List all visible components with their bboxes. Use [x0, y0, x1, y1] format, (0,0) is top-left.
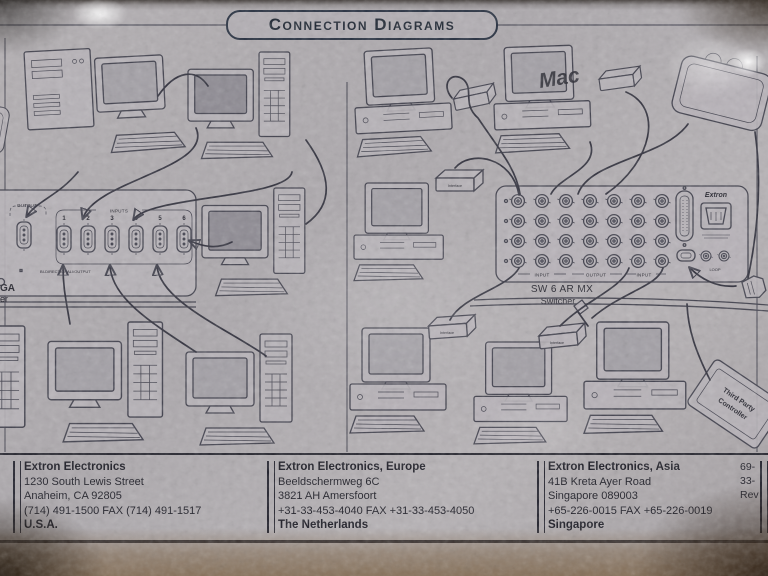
vga-input-connector: [80, 222, 96, 256]
io-output-label: I/OUTPUT: [72, 269, 91, 274]
loop-label: LOOP: [709, 267, 720, 272]
address-block-asia: Extron Electronics, Asia 41B Kreta Ayer …: [548, 460, 713, 533]
right-diagram: Mac Interface Extron: [350, 45, 768, 449]
computer-illustration: [24, 44, 185, 157]
computer-illustration: [48, 322, 162, 442]
rs232-port: [676, 249, 696, 262]
address-line: 1230 South Lewis Street: [24, 475, 144, 488]
company-name: Extron Electronics, Europe: [278, 461, 426, 473]
computer-illustration: [188, 52, 290, 159]
interface-box-label: Interface: [440, 331, 454, 335]
tower-computer-illustration: [0, 325, 26, 428]
mac-computer-illustration: [492, 45, 592, 153]
partial-line: 69-: [740, 461, 756, 473]
computer-illustration: [350, 328, 446, 433]
switcher-model-label: SW 6 AR MX: [531, 284, 593, 295]
phone-line: (714) 491-1500 FAX (714) 491-1517: [24, 504, 202, 517]
vga-input-connector: [176, 222, 192, 256]
computer-illustration: [584, 322, 686, 433]
interface-box: [427, 314, 478, 340]
country-line: Singapore: [548, 519, 605, 531]
computer-illustration: [474, 342, 567, 444]
country-line: The Netherlands: [278, 519, 369, 531]
country-line: U.S.A.: [24, 519, 58, 531]
page-title: Connection Diagrams: [268, 15, 456, 34]
interface-box-label: Interface: [448, 184, 462, 188]
footer-top-rule: [0, 453, 768, 455]
company-name: Extron Electronics, Asia: [548, 461, 680, 473]
port-group-label: INPUT: [535, 273, 550, 278]
phone-line: +31-33-453-4040 FAX +31-33-453-4050: [278, 504, 475, 517]
port-group-label: INPUT: [637, 273, 652, 278]
vga-switcher-rear-panel: OUTPUT INPUTS 1 2 3 4 5 6 BI-DIRECTIONAL…: [0, 189, 197, 308]
computer-illustration: [352, 47, 453, 157]
flat-device-illustration: [669, 45, 768, 134]
port-group-label: OUTPUT: [586, 273, 606, 278]
address-block-europe: Extron Electronics, Europe Beeldschermwe…: [278, 460, 474, 533]
vga-output-connector: [16, 218, 32, 252]
address-line: Beeldschermweg 6C: [278, 475, 380, 488]
company-name: Extron Electronics: [24, 461, 126, 473]
inputs-label: INPUTS: [110, 209, 128, 214]
address-block-usa: Extron Electronics 1230 South Lewis Stre…: [24, 460, 201, 533]
footer-column-separator: [13, 461, 21, 533]
partial-line: 33-: [740, 475, 756, 487]
db25-connector: [675, 190, 694, 242]
footer-column-separator: [267, 461, 275, 533]
cut-off-label-line1: GA: [0, 283, 15, 294]
interface-box: [451, 82, 498, 112]
interface-box: [597, 65, 644, 92]
third-party-controller-tag: Third Party Controller: [687, 359, 768, 449]
computer-illustration: [354, 183, 443, 281]
left-diagram: OUTPUT INPUTS 1 2 3 4 5 6 BI-DIRECTIONAL…: [0, 44, 328, 445]
vga-input-connector: [128, 222, 144, 256]
computer-illustration: [202, 188, 305, 296]
vga-input-connector: [152, 222, 168, 256]
sw-6-ar-mx-rear-panel: Extron LOOP INPUT OUTPUT INPUT: [495, 185, 749, 283]
interface-box: [537, 322, 588, 350]
flat-device-illustration: [0, 89, 13, 155]
computer-illustration: [186, 334, 292, 445]
partial-line: Rev: [740, 489, 759, 501]
address-block-partial: 69- 33- Rev: [740, 460, 768, 502]
vga-input-connector: [56, 222, 72, 256]
extron-brand-label: Extron: [705, 192, 727, 199]
footer-column-separator: [537, 461, 545, 533]
vga-input-connector: [104, 222, 120, 256]
address-line: Anaheim, CA 92805: [24, 490, 122, 502]
title-banner: Connection Diagrams: [226, 10, 498, 40]
address-line: Singapore 089003: [548, 490, 638, 502]
address-line: 41B Kreta Ayer Road: [548, 475, 652, 488]
interface-box-label: Interface: [550, 341, 564, 345]
address-line: 3821 AH Amersfoort: [278, 490, 377, 502]
sheet-bottom-rule: [0, 540, 768, 543]
bi-directional-label: BI-DIRECTIONAL: [40, 269, 73, 274]
phone-line: +65-226-0015 FAX +65-226-0019: [548, 504, 713, 517]
cut-off-label-line2: er: [0, 294, 8, 304]
